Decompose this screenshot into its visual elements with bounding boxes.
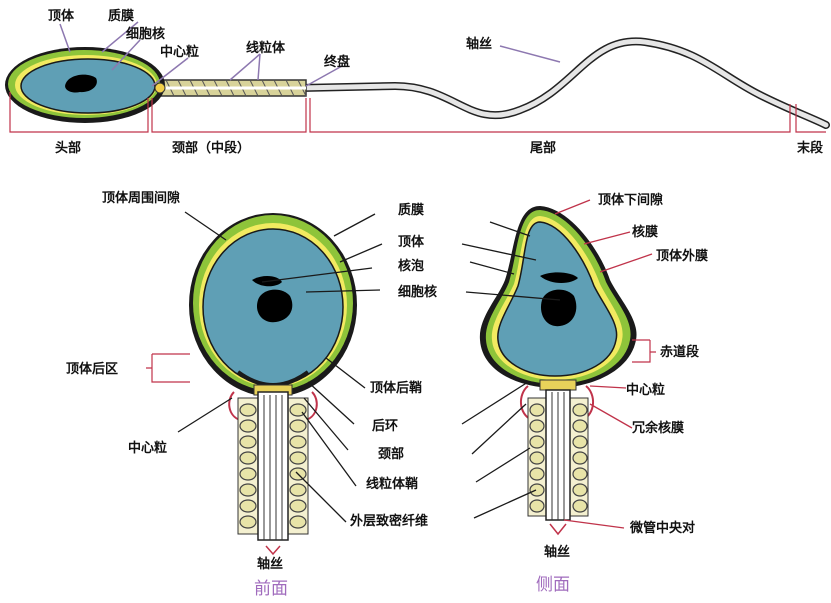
label-equatorial-segment: 赤道段 — [660, 344, 699, 360]
label-mitochondrial-sheath: 线粒体鞘 — [366, 476, 418, 492]
label-post-acrosomal-region: 顶体后区 — [66, 361, 118, 377]
label-posterior-ring: 后环 — [372, 418, 398, 434]
label-plasma-membrane: 质膜 — [398, 202, 424, 218]
section-end: 末段 — [796, 140, 823, 156]
label-nuclear-vacuole: 核泡 — [398, 258, 424, 274]
label-centriole-side: 中心粒 — [626, 382, 665, 398]
section-head: 头部 — [55, 140, 81, 156]
label-central-microtubule-pair: 微管中央对 — [629, 520, 695, 536]
label-mitochondria-top: 线粒体 — [246, 40, 286, 56]
label-axoneme-side: 轴丝 — [544, 544, 570, 560]
section-tail: 尾部 — [530, 140, 556, 156]
side-view-illustration — [480, 206, 637, 534]
middle-labels: 质膜 顶体 核泡 细胞核 顶体后鞘 后环 颈部 线粒体鞘 外层致密纤维 — [349, 202, 437, 529]
label-outer-dense-fibers: 外层致密纤维 — [349, 513, 428, 529]
label-nuclear-envelope: 核膜 — [632, 224, 658, 240]
label-nucleus: 细胞核 — [398, 284, 437, 300]
label-redundant-nuclear-envelope: 冗余核膜 — [632, 420, 684, 436]
front-axoneme — [258, 392, 288, 540]
label-acrosome-top: 顶体 — [48, 8, 75, 24]
label-outer-acrosomal-membrane: 顶体外膜 — [656, 248, 708, 264]
label-axoneme-top: 轴丝 — [466, 36, 492, 52]
label-periacrosomal-space: 顶体周围间隙 — [102, 190, 180, 206]
label-neck: 颈部 — [378, 446, 404, 462]
section-neck: 颈部（中段） — [172, 140, 250, 156]
label-centriole-top: 中心粒 — [160, 44, 199, 60]
label-subacrosomal-space: 顶体下间隙 — [598, 192, 663, 208]
label-post-acrosomal-sheath: 顶体后鞘 — [370, 380, 422, 396]
side-view-label: 侧面 — [536, 575, 570, 595]
label-axoneme-front: 轴丝 — [257, 556, 283, 572]
label-end-disc-top: 终盘 — [324, 54, 350, 70]
front-view-label: 前面 — [254, 579, 288, 599]
label-nucleus-top: 细胞核 — [126, 26, 165, 42]
front-view-illustration — [189, 213, 357, 554]
label-plasma-membrane-top: 质膜 — [108, 8, 134, 24]
label-centriole-front: 中心粒 — [128, 440, 167, 456]
label-acrosome: 顶体 — [398, 234, 425, 250]
